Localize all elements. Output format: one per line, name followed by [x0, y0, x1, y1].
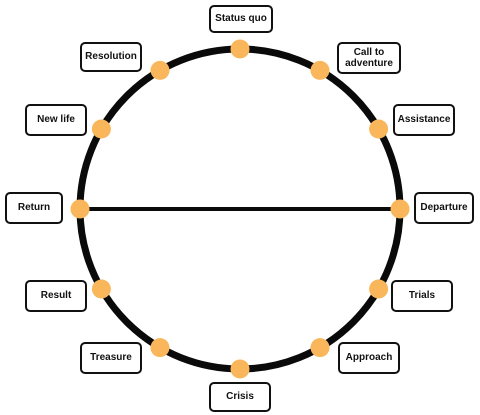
label-treasure: Treasure — [80, 342, 142, 374]
node-treasure — [150, 338, 170, 358]
node-approach — [310, 338, 330, 358]
node-return — [70, 199, 90, 219]
label-return: Return — [5, 192, 63, 224]
node-new-life — [91, 119, 111, 139]
node-crisis — [230, 359, 250, 379]
label-result: Result — [25, 280, 87, 312]
label-approach: Approach — [338, 342, 400, 374]
label-status-quo: Status quo — [209, 5, 273, 33]
node-assistance — [369, 119, 389, 139]
label-resolution: Resolution — [80, 42, 142, 72]
node-resolution — [150, 60, 170, 80]
label-trials: Trials — [391, 280, 453, 312]
label-departure: Departure — [414, 192, 474, 224]
label-assistance: Assistance — [393, 104, 455, 136]
node-status-quo — [230, 39, 250, 59]
node-result — [91, 279, 111, 299]
label-new-life: New life — [25, 104, 87, 136]
node-departure — [390, 199, 410, 219]
label-call-to-adventure: Call to adventure — [337, 42, 401, 74]
node-trials — [369, 279, 389, 299]
label-crisis: Crisis — [209, 382, 271, 412]
node-call-to-adventure — [310, 60, 330, 80]
